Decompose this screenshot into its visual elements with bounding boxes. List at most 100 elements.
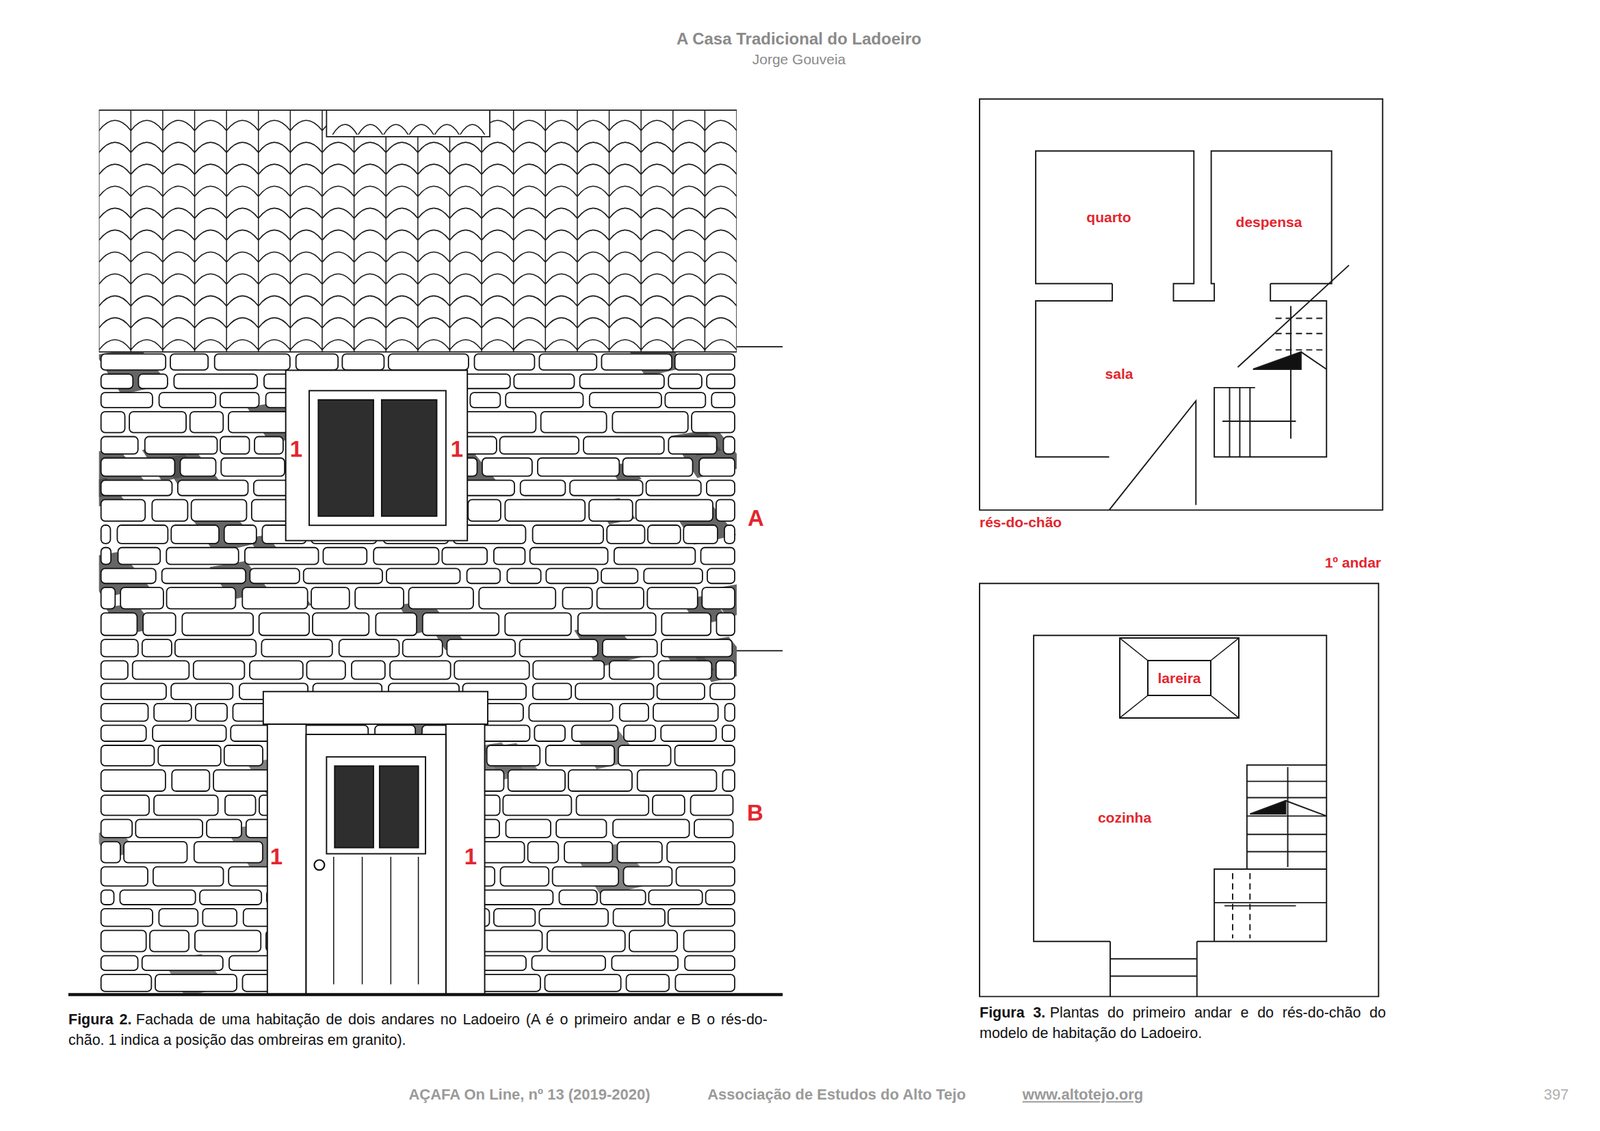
- roof-tile: [481, 296, 514, 307]
- stone: [545, 745, 615, 767]
- roof-tile: [194, 251, 228, 262]
- roof-tile: [194, 207, 228, 219]
- stone: [303, 568, 383, 584]
- stone: [528, 842, 559, 864]
- roof-tile: [130, 164, 163, 175]
- tile-line: [480, 110, 482, 353]
- roof-tile: [354, 207, 387, 219]
- caption-text: Fachada de uma habitação de dois andares…: [68, 1011, 768, 1049]
- roof-tile: [385, 274, 418, 285]
- stone: [506, 568, 541, 584]
- stone: [660, 725, 717, 742]
- stone: [668, 437, 717, 455]
- stair-step: [1247, 833, 1327, 836]
- stone: [149, 930, 189, 953]
- roof-tile: [513, 186, 546, 197]
- stone: [588, 500, 633, 522]
- roof-tile: [290, 120, 323, 131]
- stone: [467, 500, 501, 522]
- plan-wall: [1214, 283, 1327, 458]
- stone: [614, 547, 696, 566]
- stone: [711, 392, 735, 408]
- roof-tile: [609, 274, 642, 285]
- stone: [145, 437, 218, 455]
- stone: [101, 819, 133, 838]
- roof-tile: [513, 142, 546, 153]
- stone: [101, 974, 152, 992]
- stone: [162, 568, 247, 584]
- stair-line: [1301, 352, 1327, 370]
- stone: [668, 374, 702, 389]
- roof-tile: [194, 318, 228, 329]
- roof-tile: [99, 142, 132, 153]
- roof-tile: [130, 296, 163, 307]
- stone: [119, 890, 195, 906]
- hearth-box: lareira: [1119, 637, 1240, 719]
- stone: [467, 568, 501, 584]
- stone: [723, 437, 736, 455]
- stone: [602, 639, 658, 657]
- room-label: cozinha: [1097, 809, 1152, 827]
- stone: [480, 974, 541, 992]
- stone: [220, 437, 250, 455]
- stone: [622, 458, 693, 477]
- roof-tile: [322, 274, 355, 285]
- roof-tile: [449, 229, 482, 241]
- stone: [657, 683, 705, 700]
- stone: [220, 392, 260, 408]
- roof-tile: [130, 318, 163, 329]
- stone: [636, 500, 713, 522]
- roof-tile: [226, 339, 259, 351]
- wall-ground: [99, 352, 737, 996]
- stone: [166, 547, 239, 566]
- roof-tile: [513, 296, 546, 307]
- roof-tile: [258, 339, 291, 351]
- stone: [101, 745, 155, 767]
- stone: [647, 525, 681, 544]
- stone: [153, 795, 219, 816]
- stone: [135, 819, 203, 838]
- roof-tile: [704, 318, 737, 329]
- stone: [541, 411, 607, 434]
- stone: [568, 770, 633, 792]
- stone: [528, 703, 613, 722]
- stone: [101, 770, 166, 792]
- stone: [388, 354, 469, 371]
- stone: [101, 639, 139, 657]
- roof-tile: [481, 207, 514, 219]
- stone: [552, 867, 619, 887]
- tile-line: [353, 110, 355, 353]
- roof-tile: [99, 339, 132, 351]
- roof-tile: [481, 142, 514, 153]
- roof-tile: [577, 229, 610, 241]
- roof-tile: [130, 120, 163, 131]
- stone: [694, 819, 734, 838]
- stone: [101, 909, 153, 927]
- roof-tile: [449, 186, 482, 197]
- roof-tile: [577, 142, 610, 153]
- roof-tile: [385, 186, 418, 197]
- stone: [716, 500, 735, 522]
- roof-tile: [609, 318, 642, 329]
- roof-tile: [226, 186, 259, 197]
- door-pane: [379, 766, 419, 848]
- stone: [716, 660, 735, 680]
- stone: [504, 500, 585, 522]
- stone: [482, 458, 533, 477]
- stone: [153, 703, 192, 722]
- stone: [166, 587, 236, 609]
- roof-tile: [545, 120, 578, 131]
- level-line: [736, 650, 783, 652]
- stone: [618, 745, 672, 767]
- hearth-diagonal: [1210, 695, 1239, 718]
- roof-edge: [99, 109, 737, 111]
- door-leaf: [306, 734, 447, 995]
- roof-tile: [704, 229, 737, 241]
- stone: [569, 480, 643, 496]
- window-pane: [381, 400, 438, 517]
- plan-wall: [1033, 635, 1327, 942]
- stone: [101, 867, 148, 887]
- stone: [389, 660, 451, 680]
- stone: [342, 354, 384, 371]
